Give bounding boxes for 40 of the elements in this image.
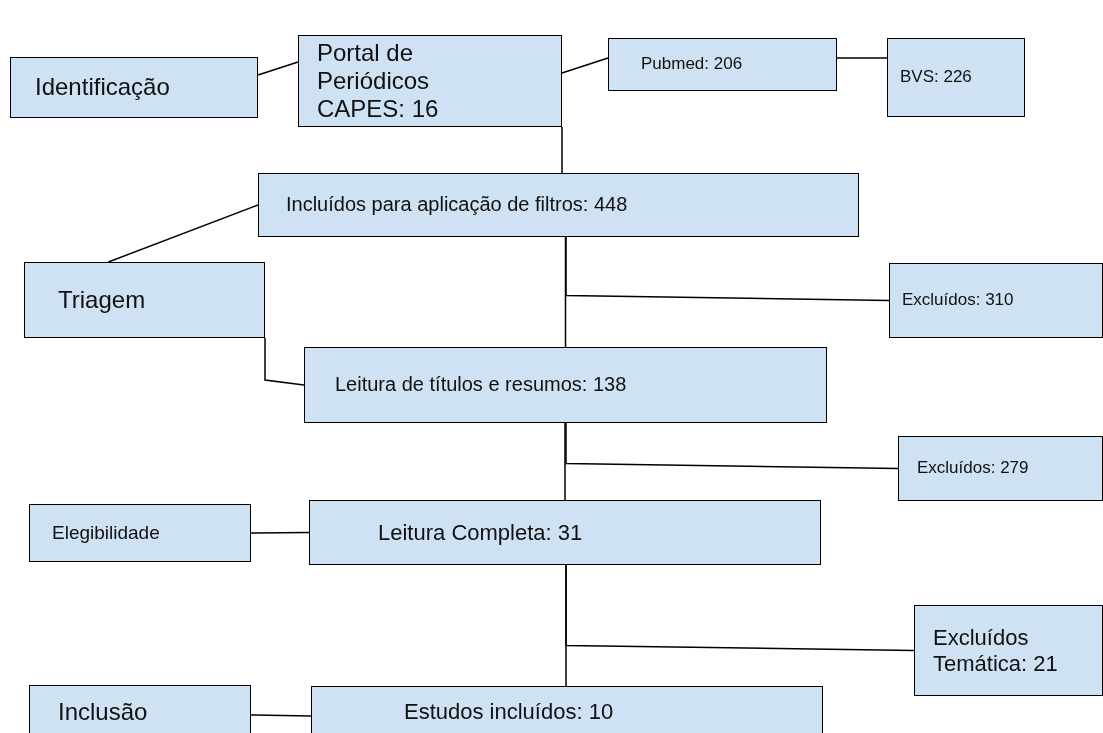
process-box: [887, 38, 1025, 117]
box-label: Pubmed: 206: [641, 54, 743, 75]
process-box: [29, 685, 251, 733]
connector-line: [250, 714, 312, 717]
box-label: Incluídos para aplicação de filtros: 448: [286, 193, 628, 217]
box-label: Leitura Completa: 31: [378, 519, 583, 546]
box-label: Estudos incluídos: 10: [404, 699, 614, 725]
process-box: [298, 35, 562, 127]
connector-line: [561, 126, 563, 174]
connector-line: [565, 236, 890, 302]
connector-line: [257, 61, 299, 76]
connector-line: [836, 57, 888, 59]
process-box: [258, 173, 859, 237]
connector-line: [561, 57, 609, 74]
process-box: [889, 263, 1103, 338]
box-label: Inclusão: [58, 698, 148, 727]
box-label: Excluídos: 279: [917, 458, 1029, 479]
process-box: [24, 262, 265, 338]
box-label: Excluídos Temática: 21: [933, 624, 1059, 677]
connector-line: [565, 422, 899, 470]
process-box: [29, 504, 251, 562]
process-box: [10, 57, 258, 118]
box-label: Elegibilidade: [52, 521, 160, 545]
process-box: [311, 686, 823, 733]
process-box: [914, 605, 1103, 696]
connector-line: [250, 531, 310, 534]
connector-line: [107, 204, 259, 263]
box-label: Identificação: [35, 73, 170, 102]
process-box: [304, 347, 827, 423]
connector-line: [264, 337, 305, 386]
box-label: Leitura de títulos e resumos: 138: [335, 373, 627, 397]
connector-line: [565, 564, 915, 652]
process-box: [898, 436, 1103, 501]
box-label: BVS: 226: [900, 67, 972, 88]
process-box: [608, 38, 837, 91]
box-label: Portal de Periódicos CAPES: 16: [317, 38, 440, 124]
connector-line: [564, 422, 566, 501]
process-box: [309, 500, 821, 565]
box-label: Excluídos: 310: [902, 290, 1014, 311]
box-label: Triagem: [58, 285, 146, 315]
